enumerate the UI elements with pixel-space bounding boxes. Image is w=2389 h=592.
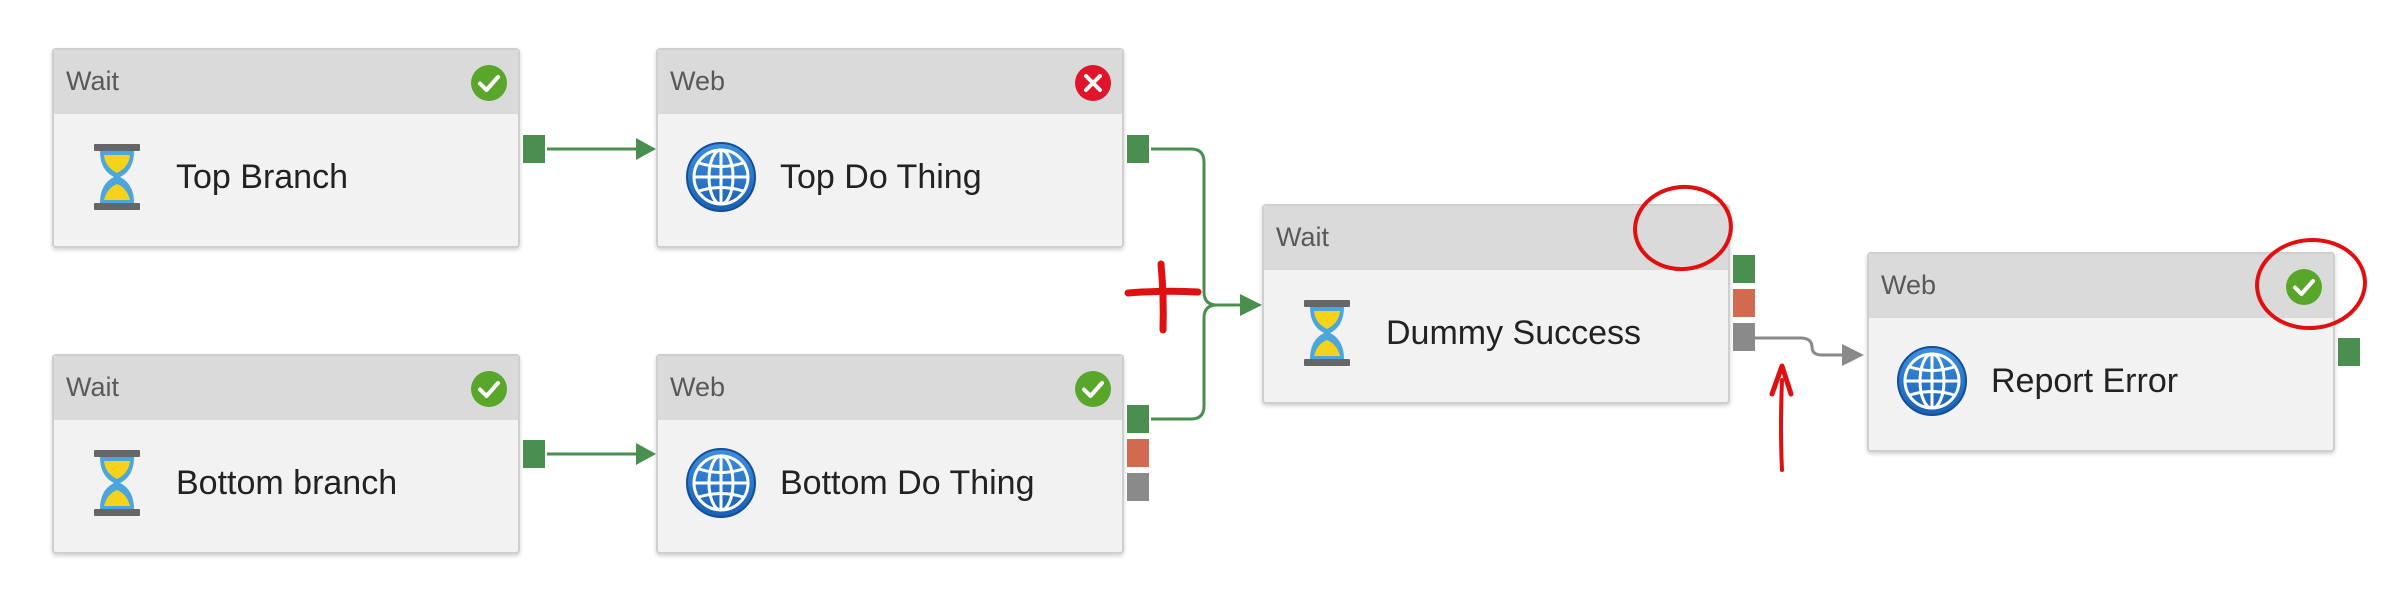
activity-name: Bottom Do Thing	[780, 464, 1035, 502]
activity-bottom-branch[interactable]: Wait Bottom branch	[52, 354, 520, 554]
activity-name: Top Branch	[176, 158, 348, 196]
dummy-success-failure-port[interactable]	[1733, 289, 1755, 317]
report-error-success-port[interactable]	[2338, 338, 2360, 366]
activity-header: Wait	[54, 356, 518, 420]
activity-name: Dummy Success	[1386, 314, 1642, 352]
bottom-branch-success-port[interactable]	[523, 440, 545, 468]
activity-header: Web	[658, 50, 1122, 114]
activity-type-label: Wait	[1276, 222, 1329, 252]
connector-bottom-do-thing-to-dummy-success[interactable]	[1151, 294, 1262, 421]
activity-type-label: Web	[1881, 270, 1937, 300]
bottom-do-thing-failure-port[interactable]	[1127, 439, 1149, 467]
dummy-success-success-port[interactable]	[1733, 255, 1755, 283]
annotation-circle-dummy-success-status	[1633, 184, 1733, 272]
activity-header: Wait	[54, 50, 518, 114]
activity-name: Report Error	[1991, 362, 2179, 400]
annotation-arrow	[1769, 363, 1794, 472]
activity-top-do-thing[interactable]: Web Top Do Thing	[656, 48, 1124, 248]
bottom-do-thing-completion-port[interactable]	[1127, 473, 1149, 501]
activity-type-label: Wait	[66, 66, 119, 96]
activity-header: Web	[658, 356, 1122, 420]
activity-bottom-do-thing[interactable]: Web Bottom Do Thing	[656, 354, 1124, 554]
dummy-success-completion-port[interactable]	[1733, 323, 1755, 351]
top-branch-success-port[interactable]	[523, 135, 545, 163]
activity-type-label: Web	[670, 66, 726, 96]
top-do-thing-success-port[interactable]	[1127, 135, 1149, 163]
connector-bottom-branch-to-bottom-do-thing[interactable]	[547, 443, 656, 465]
connector-dummy-success-to-report-error[interactable]	[1753, 336, 1864, 366]
activity-name: Bottom branch	[176, 464, 398, 502]
activity-type-label: Web	[670, 372, 726, 402]
activity-dummy-success[interactable]: Wait Dummy Success	[1262, 204, 1730, 404]
activity-type-label: Wait	[66, 372, 119, 402]
activity-top-branch[interactable]: Wait Top Branch	[52, 48, 520, 248]
bottom-do-thing-success-port[interactable]	[1127, 405, 1149, 433]
connector-top-branch-to-top-do-thing[interactable]	[547, 138, 656, 160]
annotation-circle-report-error-status	[2255, 237, 2367, 331]
annotation-plus-mark	[1124, 260, 1202, 334]
activity-name: Top Do Thing	[780, 158, 982, 196]
